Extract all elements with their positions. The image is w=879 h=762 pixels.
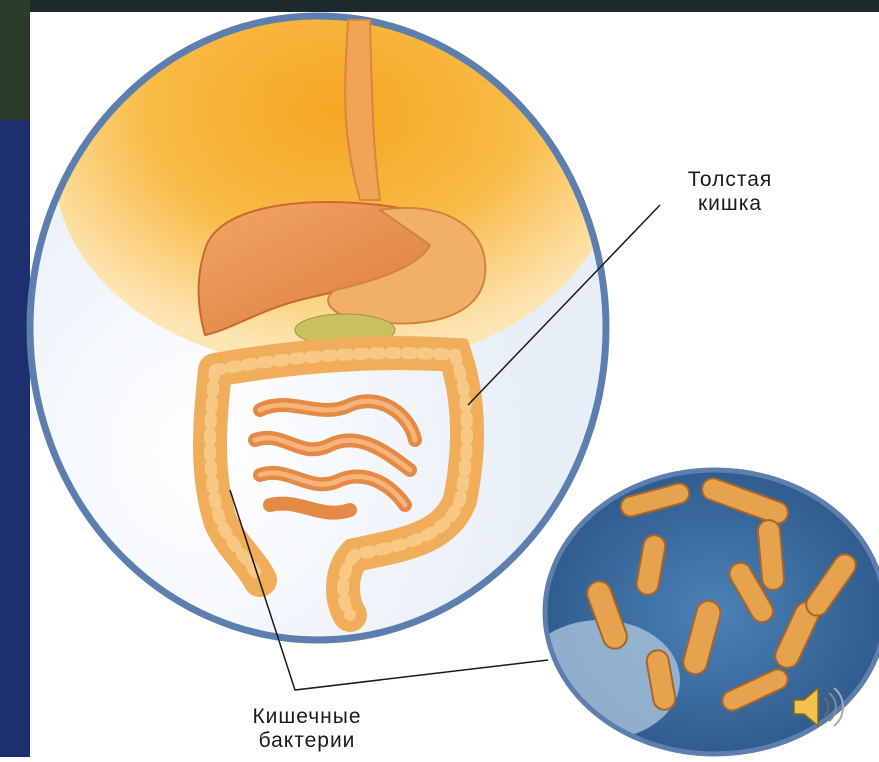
speaker-icon[interactable] [790, 682, 846, 732]
bacteria-label-line2: бактерии [222, 729, 392, 753]
digestive-system-circle [30, 0, 615, 640]
colon-label-line1: Толстая [655, 168, 805, 192]
bacteria-label: Кишечные бактерии [222, 705, 392, 753]
colon-label: Толстая кишка [655, 168, 805, 216]
bacteria-label-line1: Кишечные [222, 705, 392, 729]
speaker-icon-graphic [790, 682, 846, 732]
colon-label-line2: кишка [655, 192, 805, 216]
